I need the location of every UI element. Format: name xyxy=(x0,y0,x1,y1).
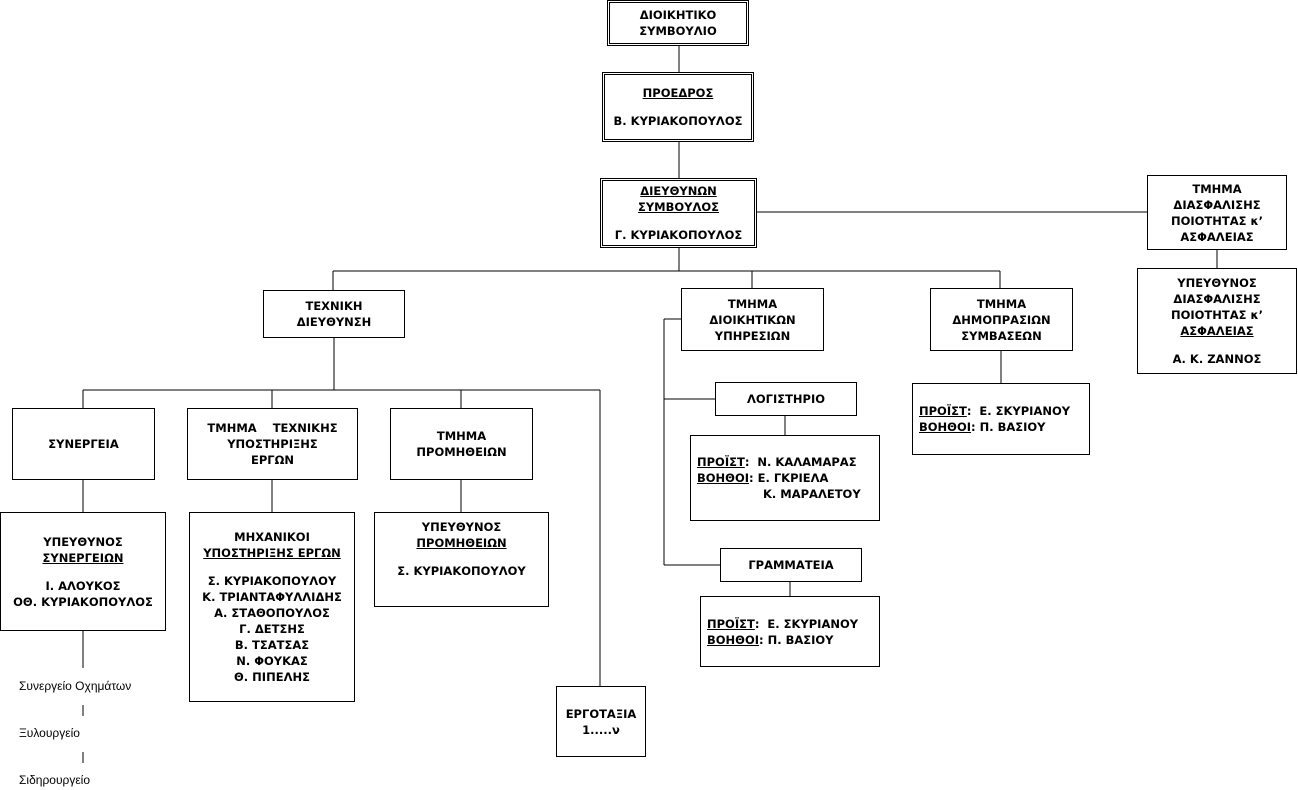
admin-box: ΤΜΗΜΑ ΔΙΟΙΚΗΤΙΚΩΝ ΥΠΗΡΕΣΙΩΝ xyxy=(681,288,824,351)
admin-line: ΔΙΟΙΚΗΤΙΚΩΝ xyxy=(709,312,796,327)
workshops-head-line: ΥΠΕΥΘΥΝΟΣ xyxy=(43,534,123,549)
secretariat-staff-box: ΠΡΟΪΣΤ: Ε. ΣΚΥΡΙΑΝΟΥ ΒΟΗΘΟΙ: Π. ΒΑΣΙΟΥ xyxy=(700,596,880,667)
quality-dept-line: ΠΟΙΟΤΗΤΑΣ κ’ xyxy=(1170,213,1264,228)
accounting-asst-row: ΒΟΗΘΟΙ: Ε. ΓΚΡΙΕΛΑ xyxy=(697,471,829,485)
board-line: ΔΙΟΙΚΗΤΙΚΟ xyxy=(639,8,717,22)
tenders-asst-row: ΒΟΗΘΟΙ: Π. ΒΑΣΙΟΥ xyxy=(919,420,1046,434)
accounting-box: ΛΟΓΙΣΤΗΡΙΟ xyxy=(715,382,857,416)
engineers-box: ΜΗΧΑΝΙΚΟΙ ΥΠΟΣΤΗΡΙΞΗΣ ΕΡΓΩΝ Σ. ΚΥΡΙΑΚΟΠΟ… xyxy=(189,512,355,702)
chairman-role: ΠΡΟΕΔΡΟΣ xyxy=(642,86,714,100)
ceo-name: Γ. ΚΥΡΙΑΚΟΠΟΥΛΟΣ xyxy=(614,228,743,242)
admin-line: ΥΠΗΡΕΣΙΩΝ xyxy=(714,328,791,343)
procurement-head-name: Σ. ΚΥΡΙΑΚΟΠΟΥΛΟΥ xyxy=(397,564,526,578)
procurement-box: ΤΜΗΜΑ ΠΡΟΜΗΘΕΙΩΝ xyxy=(390,408,533,480)
secretariat-label: ΓΡΑΜΜΑΤΕΙΑ xyxy=(748,558,834,572)
chairman-box: ΠΡΟΕΔΡΟΣ Β. ΚΥΡΙΑΚΟΠΟΥΛΟΣ xyxy=(602,72,754,142)
secretariat-head-row: ΠΡΟΪΣΤ: Ε. ΣΚΥΡΙΑΝΟΥ xyxy=(707,616,859,631)
workshops-box: ΣΥΝΕΡΓΕΙΑ xyxy=(12,408,155,480)
engineer-name: Θ. ΠΙΠΕΛΗΣ xyxy=(234,670,310,684)
technical-box: ΤΕΧΝΙΚΗ ΔΙΕΥΘΥΝΣΗ xyxy=(263,290,405,338)
quality-dept-box: ΤΜΗΜΑ ΔΙΑΣΦΑΛΙΣΗΣ ΠΟΙΟΤΗΤΑΣ κ’ ΑΣΦΑΛΕΙΑΣ xyxy=(1147,175,1287,250)
engineers-line: ΥΠΟΣΤΗΡΙΞΗΣ ΕΡΓΩΝ xyxy=(203,546,341,560)
procurement-head-line: ΥΠΕΥΘΥΝΟΣ xyxy=(421,520,502,534)
engineer-name: Β. ΤΣΑΤΣΑΣ xyxy=(234,638,310,652)
workshops-head-name: Ι. ΑΛΟΥΚΟΣ xyxy=(45,578,121,593)
accounting-staff-box: ΠΡΟΪΣΤ: Ν. ΚΑΛΑΜΑΡΑΣ ΒΟΗΘΟΙ: Ε. ΓΚΡΙΕΛΑ … xyxy=(690,435,880,521)
tech-support-line: ΤΜΗΜΑ ΤΕΧΝΙΚΗΣ xyxy=(207,421,338,435)
tech-support-box: ΤΜΗΜΑ ΤΕΧΝΙΚΗΣ ΥΠΟΣΤΗΡΙΞΗΣ ΕΡΓΩΝ xyxy=(187,408,358,480)
workshops-head-box: ΥΠΕΥΘΥΝΟΣ ΣΥΝΕΡΓΕΙΩΝ Ι. ΑΛΟΥΚΟΣ ΟΘ. ΚΥΡΙ… xyxy=(0,512,166,631)
quality-head-line: ΔΙΑΣΦΑΛΙΣΗΣ xyxy=(1173,292,1261,306)
ceo-role: ΔΙΕΥΘΥΝΩΝ xyxy=(640,184,717,198)
tenders-head-row: ΠΡΟΪΣΤ: Ε. ΣΚΥΡΙΑΝΟΥ xyxy=(919,404,1071,418)
workshop-list-item: Ξυλουργείο xyxy=(19,726,80,740)
ceo-role: ΣΥΜΒΟΥΛΟΣ xyxy=(637,200,720,214)
workshops-head-line: ΣΥΝΕΡΓΕΙΩΝ xyxy=(42,550,124,565)
accounting-asst2-row: Κ. ΜΑΡΑΛΕΤΟΥ xyxy=(763,487,861,501)
procurement-line: ΤΜΗΜΑ xyxy=(436,429,487,443)
technical-line: ΤΕΧΝΙΚΗ xyxy=(305,299,363,313)
workshop-list-item: Συνεργείο Οχημάτων xyxy=(19,679,132,693)
accounting-label: ΛΟΓΙΣΤΗΡΙΟ xyxy=(746,392,826,406)
engineer-name: Ν. ΦΟΥΚΑΣ xyxy=(236,654,308,668)
chairman-name: Β. ΚΥΡΙΑΚΟΠΟΥΛΟΣ xyxy=(613,114,743,128)
workshop-list-item: Σιδηρουργείο xyxy=(19,773,91,787)
engineer-name: Σ. ΚΥΡΙΑΚΟΠΟΥΛΟΥ xyxy=(207,574,337,588)
workshops-label: ΣΥΝΕΡΓΕΙΑ xyxy=(48,437,119,451)
quality-head-line: ΥΠΕΥΘΥΝΟΣ xyxy=(1177,276,1257,290)
quality-head-line: ΑΣΦΑΛΕΙΑΣ xyxy=(1180,324,1254,338)
tech-support-line: ΕΡΓΩΝ xyxy=(250,453,294,467)
engineer-name: Γ. ΔΕΤΣΗΣ xyxy=(239,622,305,636)
quality-dept-line: ΔΙΑΣΦΑΛΙΣΗΣ xyxy=(1173,197,1261,212)
accounting-head-row: ΠΡΟΪΣΤ: Ν. ΚΑΛΑΜΑΡΑΣ xyxy=(697,455,857,469)
engineer-name: Α. ΣΤΑΘΟΠΟΥΛΟΣ xyxy=(214,606,330,620)
secretariat-box: ΓΡΑΜΜΑΤΕΙΑ xyxy=(720,548,862,582)
procurement-line: ΠΡΟΜΗΘΕΙΩΝ xyxy=(416,445,507,459)
tech-support-line: ΥΠΟΣΤΗΡΙΞΗΣ xyxy=(227,437,318,451)
procurement-head-line: ΠΡΟΜΗΘΕΙΩΝ xyxy=(416,536,507,550)
tenders-staff-box: ΠΡΟΪΣΤ: Ε. ΣΚΥΡΙΑΝΟΥ ΒΟΗΘΟΙ: Π. ΒΑΣΙΟΥ xyxy=(912,383,1090,455)
workshops-head-name: ΟΘ. ΚΥΡΙΑΚΟΠΟΥΛΟΣ xyxy=(13,594,153,609)
tenders-line: ΤΜΗΜΑ xyxy=(976,296,1027,311)
quality-head-line: ΠΟΙΟΤΗΤΑΣ κ’ xyxy=(1170,308,1264,322)
quality-dept-line: ΤΜΗΜΑ xyxy=(1192,181,1242,196)
secretariat-asst-row: ΒΟΗΘΟΙ: Π. ΒΑΣΙΟΥ xyxy=(707,632,834,647)
board-line: ΣΥΜΒΟΥΛΙΟ xyxy=(639,24,717,38)
quality-head-box: ΥΠΕΥΘΥΝΟΣ ΔΙΑΣΦΑΛΙΣΗΣ ΠΟΙΟΤΗΤΑΣ κ’ ΑΣΦΑΛ… xyxy=(1137,268,1297,374)
sites-box: ΕΡΓΟΤΑΞΙΑ 1.....ν xyxy=(556,686,646,757)
technical-line: ΔΙΕΥΘΥΝΣΗ xyxy=(296,315,372,329)
tenders-box: ΤΜΗΜΑ ΔΗΜΟΠΡΑΣΙΩΝ ΣΥΜΒΑΣΕΩΝ xyxy=(930,288,1073,351)
tenders-line: ΔΗΜΟΠΡΑΣΙΩΝ xyxy=(952,312,1051,327)
tenders-line: ΣΥΜΒΑΣΕΩΝ xyxy=(961,328,1042,343)
procurement-head-box: ΥΠΕΥΘΥΝΟΣ ΠΡΟΜΗΘΕΙΩΝ Σ. ΚΥΡΙΑΚΟΠΟΥΛΟΥ xyxy=(374,512,549,607)
sites-line: ΕΡΓΟΤΑΞΙΑ xyxy=(565,706,637,721)
quality-head-name: Α. Κ. ΖΑΝΝΟΣ xyxy=(1172,352,1262,366)
board-box: ΔΙΟΙΚΗΤΙΚΟ ΣΥΜΒΟΥΛΙΟ xyxy=(607,0,749,46)
engineer-name: Κ. ΤΡΙΑΝΤΑΦΥΛΛΙΔΗΣ xyxy=(202,590,342,604)
engineers-line: ΜΗΧΑΝΙΚΟΙ xyxy=(234,530,310,544)
quality-dept-line: ΑΣΦΑΛΕΙΑΣ xyxy=(1180,229,1254,244)
sites-line: 1.....ν xyxy=(582,722,620,737)
admin-line: ΤΜΗΜΑ xyxy=(727,296,778,311)
ceo-box: ΔΙΕΥΘΥΝΩΝ ΣΥΜΒΟΥΛΟΣ Γ. ΚΥΡΙΑΚΟΠΟΥΛΟΣ xyxy=(600,178,757,248)
